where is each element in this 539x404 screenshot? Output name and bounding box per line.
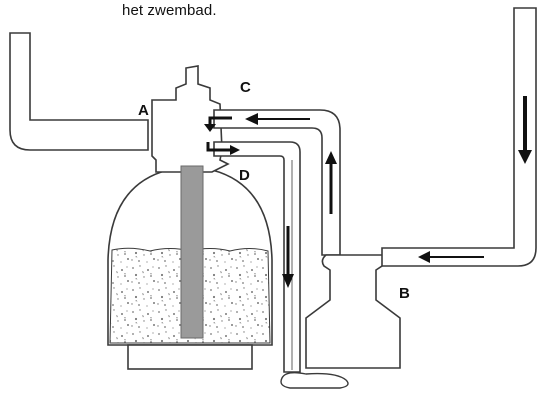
central-standpipe bbox=[180, 165, 204, 339]
label-d: D bbox=[239, 167, 250, 184]
caption-text: het zwembad. bbox=[122, 2, 217, 19]
flow-arrows bbox=[204, 96, 532, 288]
arrow-out-drain bbox=[206, 142, 240, 155]
inlet-pipe-left bbox=[9, 32, 149, 151]
label-b: B bbox=[399, 285, 410, 302]
arrow-down-drain bbox=[282, 226, 294, 288]
label-a: A bbox=[138, 102, 149, 119]
return-pipe-c bbox=[213, 109, 341, 256]
suction-pipe-right bbox=[381, 7, 537, 267]
arrow-up-return bbox=[325, 151, 337, 214]
arrow-into-valve bbox=[204, 116, 232, 132]
drain-outlet bbox=[280, 371, 349, 389]
label-c: C bbox=[240, 79, 251, 96]
arrow-left-suction bbox=[418, 251, 484, 263]
arrow-left-return bbox=[245, 113, 310, 125]
tank-base bbox=[127, 344, 253, 370]
arrow-down-right-pipe bbox=[518, 96, 532, 164]
drain-pipe-d bbox=[213, 141, 301, 373]
pump-b bbox=[305, 254, 401, 369]
